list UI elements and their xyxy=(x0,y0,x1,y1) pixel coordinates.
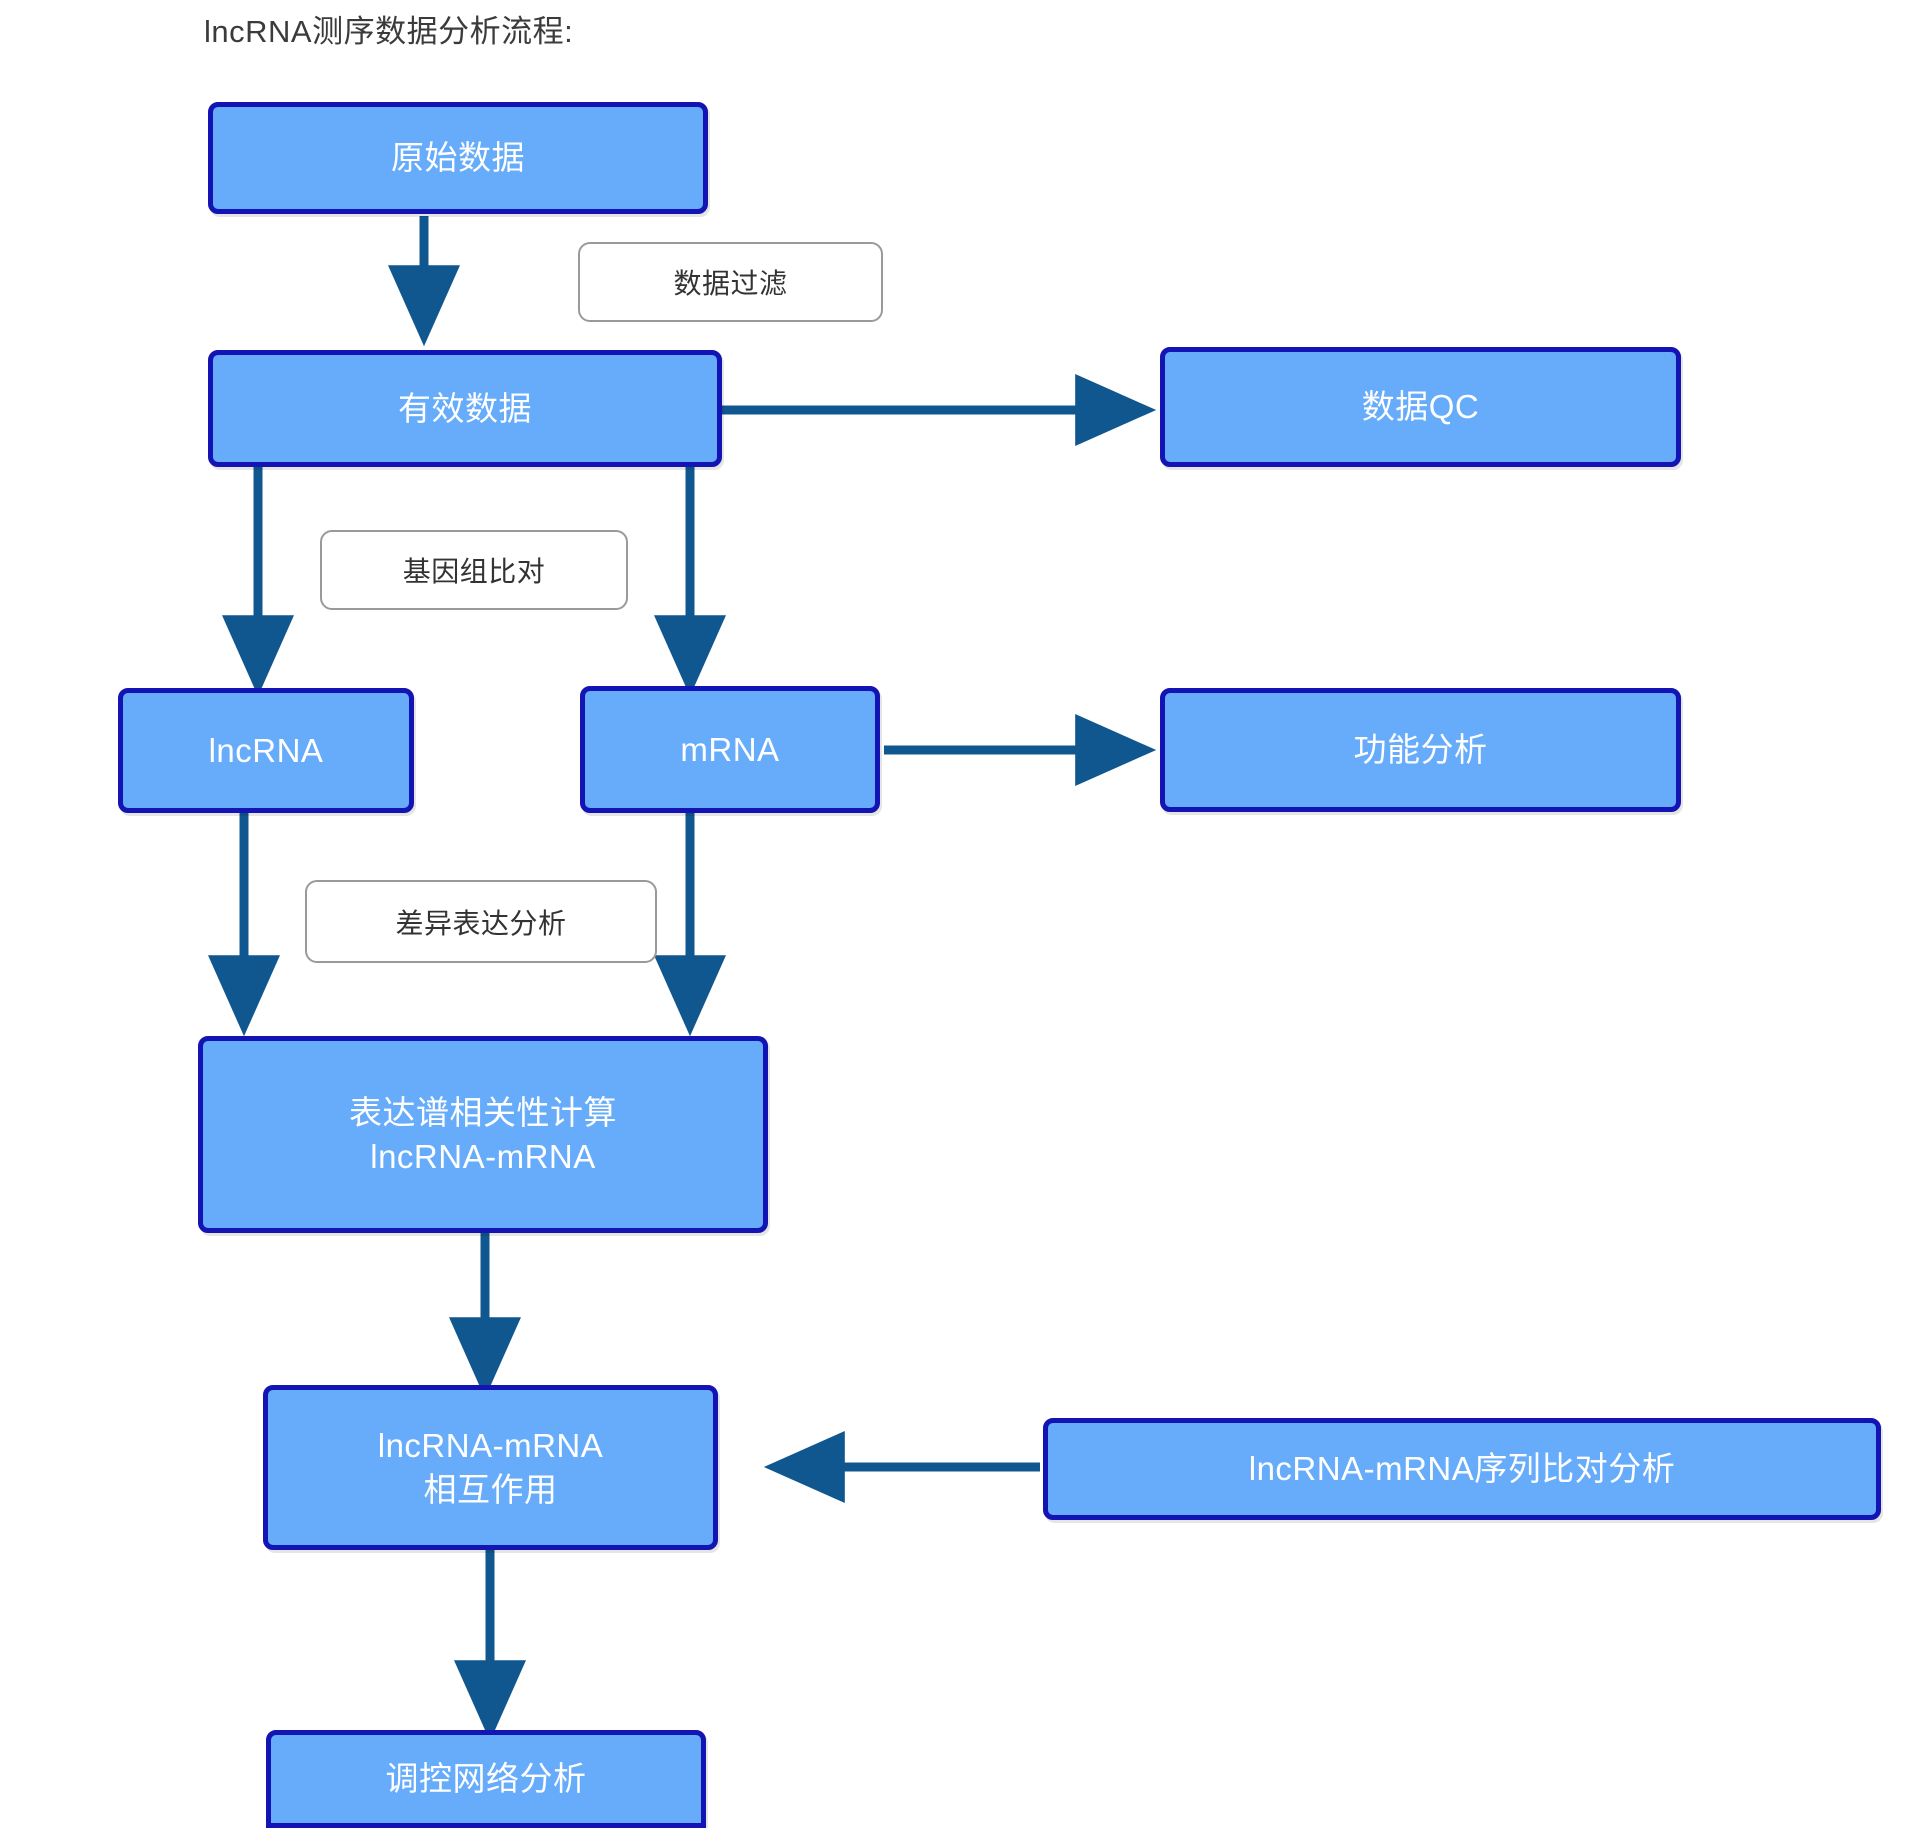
node-lncrna[interactable]: lncRNA xyxy=(118,688,414,813)
node-seq-alignment-label: lncRNA-mRNA序列比对分析 xyxy=(1248,1450,1676,1488)
caption-data-filter-label: 数据过滤 xyxy=(673,268,788,299)
node-valid-data-label: 有效数据 xyxy=(398,389,532,427)
page-title: lncRNA测序数据分析流程: xyxy=(204,14,574,49)
node-correlation[interactable]: 表达谱相关性计算 lncRNA-mRNA xyxy=(198,1036,768,1233)
node-network-analysis-label: 调控网络分析 xyxy=(385,1760,587,1798)
node-interaction[interactable]: lncRNA-mRNA 相互作用 xyxy=(263,1385,718,1550)
node-data-qc-label: 数据QC xyxy=(1361,388,1480,426)
node-function-analysis-label: 功能分析 xyxy=(1353,731,1488,769)
node-function-analysis[interactable]: 功能分析 xyxy=(1160,688,1681,812)
node-seq-alignment[interactable]: lncRNA-mRNA序列比对分析 xyxy=(1043,1418,1881,1520)
node-raw-data-label: 原始数据 xyxy=(391,139,525,177)
node-raw-data[interactable]: 原始数据 xyxy=(208,102,708,214)
node-mrna[interactable]: mRNA xyxy=(580,686,880,813)
caption-genome-alignment-label: 基因组比对 xyxy=(402,556,546,587)
caption-data-filter: 数据过滤 xyxy=(578,242,883,322)
node-interaction-line1: lncRNA-mRNA xyxy=(377,1426,604,1464)
node-data-qc[interactable]: 数据QC xyxy=(1160,347,1681,467)
node-lncrna-label: lncRNA xyxy=(208,731,324,769)
node-correlation-line1: 表达谱相关性计算 xyxy=(349,1093,617,1131)
node-correlation-line2: lncRNA-mRNA xyxy=(370,1137,596,1175)
node-network-analysis[interactable]: 调控网络分析 xyxy=(266,1730,706,1828)
node-valid-data[interactable]: 有效数据 xyxy=(208,350,722,467)
node-mrna-label: mRNA xyxy=(680,730,780,768)
caption-genome-alignment: 基因组比对 xyxy=(320,530,628,610)
node-interaction-line2: 相互作用 xyxy=(423,1470,558,1508)
caption-differential-expression-label: 差异表达分析 xyxy=(395,907,567,939)
caption-differential-expression: 差异表达分析 xyxy=(305,880,657,963)
